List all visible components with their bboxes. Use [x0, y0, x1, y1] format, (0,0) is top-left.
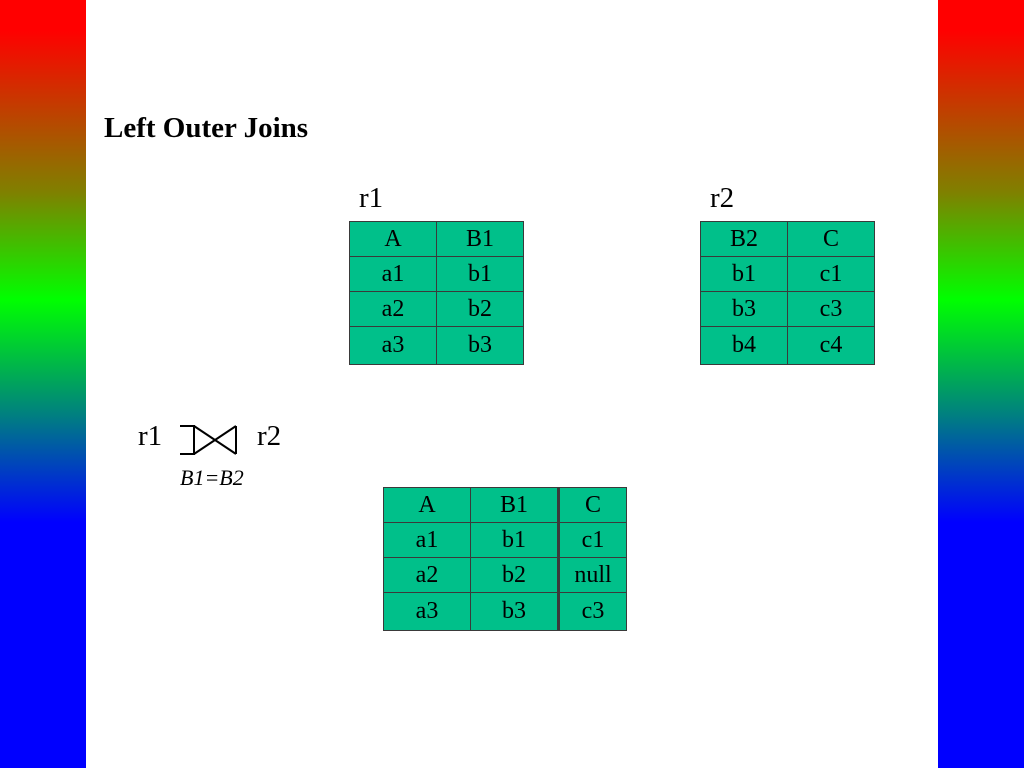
table-row: a1 b1	[349, 256, 524, 292]
right-gradient-bar	[938, 0, 1024, 768]
table-row: a2 b2	[349, 291, 524, 327]
r2-label: r2	[710, 182, 735, 214]
table-cell: b3	[700, 291, 788, 327]
join-right-operand: r2	[257, 420, 282, 452]
table-row: a2 b2 null	[383, 557, 627, 593]
table-cell: a1	[349, 256, 437, 292]
table-cell: b1	[436, 256, 524, 292]
table-cell: a2	[383, 557, 471, 593]
table-row: b4 c4	[700, 326, 875, 365]
table-cell: b1	[470, 522, 559, 558]
table-cell: b3	[470, 592, 559, 631]
table-cell: c3	[557, 592, 627, 631]
table-cell: a3	[383, 592, 471, 631]
table-cell: c3	[787, 291, 875, 327]
table-cell: b4	[700, 326, 788, 365]
table-cell: b1	[700, 256, 788, 292]
join-condition: B1=B2	[180, 465, 244, 490]
header-cell: C	[557, 487, 627, 523]
header-cell: C	[787, 221, 875, 257]
table-row: a1 b1 c1	[383, 522, 627, 558]
header-cell: A	[349, 221, 437, 257]
table-cell: b3	[436, 326, 524, 365]
table-header-row: A B1 C	[383, 487, 627, 523]
table-cell: a1	[383, 522, 471, 558]
table-row: a3 b3	[349, 326, 524, 365]
table-cell: c4	[787, 326, 875, 365]
header-cell: B2	[700, 221, 788, 257]
table-cell: b2	[436, 291, 524, 327]
left-outer-join-icon	[178, 423, 242, 462]
table-cell: c1	[557, 522, 627, 558]
table-cell: b2	[470, 557, 559, 593]
left-gradient-bar	[0, 0, 86, 768]
slide-title: Left Outer Joins	[104, 112, 309, 144]
table-header-row: B2 C	[700, 221, 875, 257]
result-table: A B1 C a1 b1 c1 a2 b2 null a3 b3 c3	[383, 487, 627, 631]
header-cell: A	[383, 487, 471, 523]
r1-table: A B1 a1 b1 a2 b2 a3 b3	[349, 221, 524, 365]
r1-label: r1	[359, 182, 384, 214]
r2-table: B2 C b1 c1 b3 c3 b4 c4	[700, 221, 875, 365]
table-row: a3 b3 c3	[383, 592, 627, 631]
header-cell: B1	[436, 221, 524, 257]
table-cell: c1	[787, 256, 875, 292]
table-header-row: A B1	[349, 221, 524, 257]
header-cell: B1	[470, 487, 559, 523]
table-cell: a3	[349, 326, 437, 365]
join-left-operand: r1	[138, 420, 163, 452]
table-row: b1 c1	[700, 256, 875, 292]
table-row: b3 c3	[700, 291, 875, 327]
table-cell: null	[557, 557, 627, 593]
table-cell: a2	[349, 291, 437, 327]
